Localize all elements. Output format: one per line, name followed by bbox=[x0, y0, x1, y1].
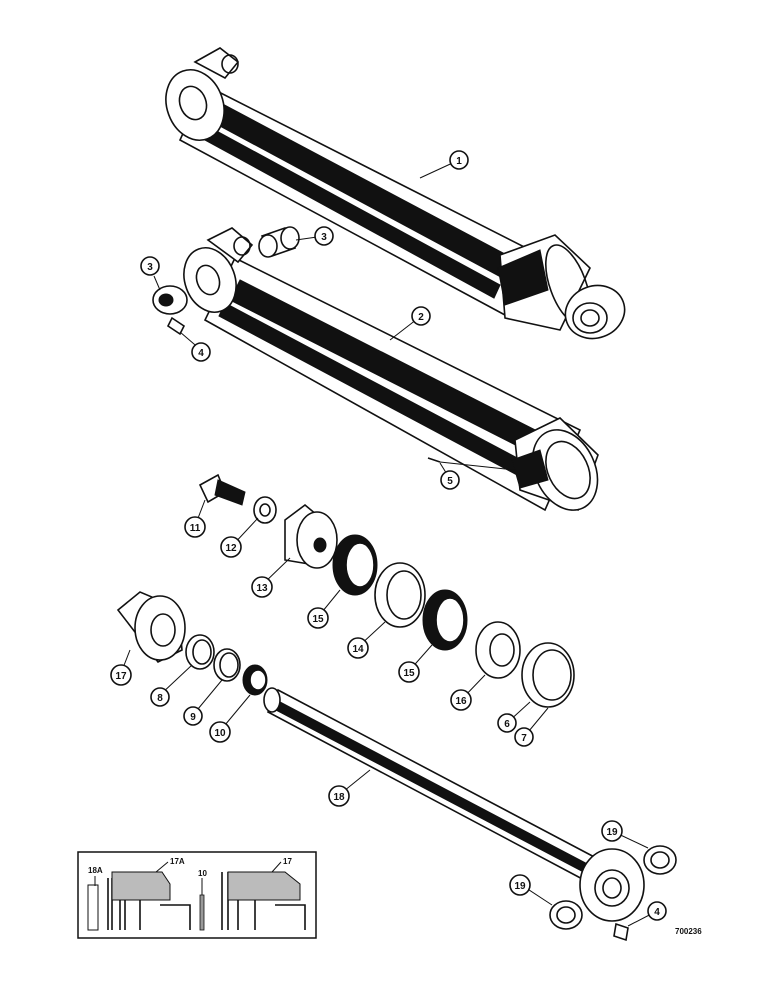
callout-8: 8 bbox=[150, 687, 170, 707]
callout-1-label: 1 bbox=[456, 156, 462, 167]
part-16-piston-nut bbox=[475, 621, 521, 679]
callout-14-label: 14 bbox=[352, 644, 364, 655]
callout-13: 13 bbox=[251, 576, 273, 598]
callout-11-label: 11 bbox=[190, 523, 201, 534]
callout-6-label: 6 bbox=[504, 719, 510, 730]
part-4-grease-fitting-top bbox=[166, 316, 186, 336]
callout-3a-label: 3 bbox=[321, 232, 327, 243]
callout-12: 12 bbox=[220, 536, 242, 558]
part-19-bushing-left bbox=[549, 900, 583, 930]
callout-2-label: 2 bbox=[418, 312, 424, 323]
callout-9-label: 9 bbox=[190, 712, 196, 723]
part-3-bushing-right bbox=[258, 226, 300, 258]
callout-15b-label: 15 bbox=[403, 668, 415, 679]
part-18-piston-rod bbox=[263, 687, 645, 922]
part-12-washer bbox=[253, 496, 277, 524]
part-3-bushing-left bbox=[152, 285, 188, 315]
callout-2: 2 bbox=[411, 306, 431, 326]
callout-7-label: 7 bbox=[521, 733, 527, 744]
part-11-bolt bbox=[198, 473, 246, 506]
callout-19b-label: 19 bbox=[514, 881, 526, 892]
callout-19a: 19 bbox=[601, 820, 623, 842]
part-4-grease-fitting-bottom bbox=[613, 922, 629, 942]
inset-label-18a: 18A bbox=[88, 866, 103, 875]
part-13-piston bbox=[284, 503, 338, 569]
callout-11: 11 bbox=[184, 516, 206, 538]
callout-18-label: 18 bbox=[333, 792, 345, 803]
callout-3b: 3 bbox=[140, 256, 160, 276]
inset-label-17: 17 bbox=[283, 857, 292, 866]
callout-9: 9 bbox=[183, 706, 203, 726]
callout-17: 17 bbox=[110, 664, 132, 686]
callout-13-label: 13 bbox=[256, 583, 268, 594]
callout-5-label: 5 bbox=[447, 476, 453, 487]
part-15-seal-upper bbox=[332, 534, 378, 596]
callout-10: 10 bbox=[209, 721, 231, 743]
part-17-gland bbox=[116, 591, 186, 664]
callout-3b-label: 3 bbox=[147, 262, 153, 273]
callout-4b-label: 4 bbox=[654, 907, 660, 918]
callout-19a-label: 19 bbox=[606, 827, 618, 838]
callout-17-label: 17 bbox=[115, 671, 127, 682]
inset-label-10: 10 bbox=[198, 869, 207, 878]
callout-19b: 19 bbox=[509, 874, 531, 896]
part-8-ring bbox=[185, 634, 215, 670]
part-10-wiper bbox=[242, 664, 268, 696]
callout-5: 5 bbox=[440, 470, 460, 490]
figure-number: 700236 bbox=[675, 927, 702, 936]
callout-15a-label: 15 bbox=[312, 614, 324, 625]
callout-12-label: 12 bbox=[225, 543, 237, 554]
callout-16: 16 bbox=[450, 689, 472, 711]
part-2-cylinder-barrel bbox=[183, 227, 599, 512]
callout-18: 18 bbox=[328, 785, 350, 807]
callout-7: 7 bbox=[514, 727, 534, 747]
part-19-bushing-right bbox=[643, 845, 677, 875]
callout-10-label: 10 bbox=[214, 728, 226, 739]
callout-15b: 15 bbox=[398, 661, 420, 683]
callout-1: 1 bbox=[449, 150, 469, 170]
callout-6: 6 bbox=[497, 713, 517, 733]
inset-label-17a: 17A bbox=[170, 857, 185, 866]
callout-16-label: 16 bbox=[455, 696, 467, 707]
part-6-7-rings bbox=[521, 642, 575, 708]
callout-3a: 3 bbox=[314, 226, 334, 246]
callout-4a-label: 4 bbox=[198, 348, 204, 359]
callout-14: 14 bbox=[347, 637, 369, 659]
part-14-wear-ring bbox=[374, 562, 426, 628]
callout-4a: 4 bbox=[191, 342, 211, 362]
callout-8-label: 8 bbox=[157, 693, 163, 704]
part-15-seal-lower bbox=[422, 589, 468, 651]
part-5-set-screw bbox=[427, 457, 516, 471]
callout-4b: 4 bbox=[647, 901, 667, 921]
inset-cross-section: 18A 17A 10 17 bbox=[77, 851, 317, 939]
part-1-cylinder-assembly bbox=[165, 47, 626, 340]
part-9-ring bbox=[213, 648, 241, 682]
callout-15a: 15 bbox=[307, 607, 329, 629]
